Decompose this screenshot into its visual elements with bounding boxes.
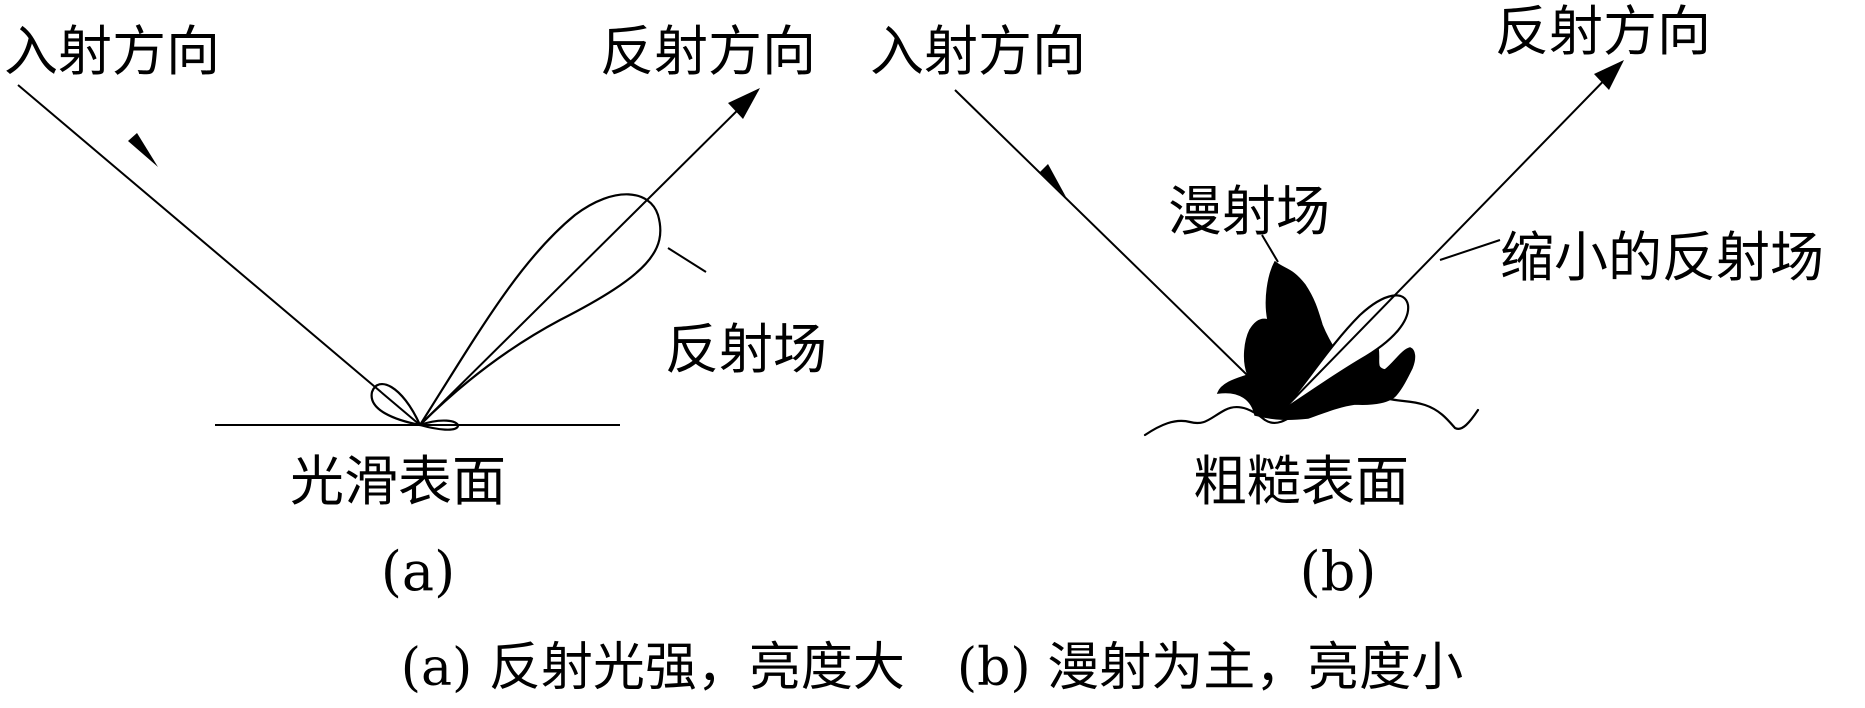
field-label-a: 反射场 (665, 318, 827, 381)
reflection-lobe-a (418, 193, 662, 427)
sub-label-a: (a) (381, 540, 455, 603)
incident-arrow-b (1040, 164, 1066, 197)
sub-label-b: (b) (1300, 540, 1377, 603)
diffuse-leader (1261, 234, 1279, 263)
incident-label-a: 入射方向 (4, 20, 220, 83)
back-lobe-a (370, 382, 422, 427)
reduced-leader (1439, 239, 1501, 261)
incident-ray-a (17, 84, 421, 426)
reduced-lobe-b (1282, 294, 1410, 411)
incident-ray-b (954, 89, 1284, 411)
reflected-label-b: 反射方向 (1495, 0, 1711, 63)
diffuse-label-b: 漫射场 (1168, 180, 1330, 243)
field-leader-a (667, 247, 707, 273)
reflected-ray-b (1282, 61, 1623, 411)
incident-label-b: 入射方向 (870, 20, 1086, 83)
surface-label-b: 粗糙表面 (1193, 450, 1409, 513)
reflected-label-a: 反射方向 (600, 20, 816, 83)
panel-a: 入射方向 反射方向 反射场 光滑表面 (a) (4, 20, 827, 603)
incident-arrow-a (128, 133, 158, 167)
reflected-arrow-a (728, 88, 760, 119)
panel-b: 入射方向 反射方向 漫射场 缩小的反射场 粗糙表面 (b) (870, 0, 1824, 603)
forward-lobe-a (418, 419, 460, 431)
reflected-arrow-b (1594, 60, 1624, 90)
reduced-label-b: 缩小的反射场 (1500, 226, 1824, 289)
reflected-ray-a (419, 89, 759, 426)
figure-caption: (a) 反射光强，亮度大 (b) 漫射为主，亮度小 (401, 638, 1464, 698)
surface-label-a: 光滑表面 (290, 450, 506, 513)
